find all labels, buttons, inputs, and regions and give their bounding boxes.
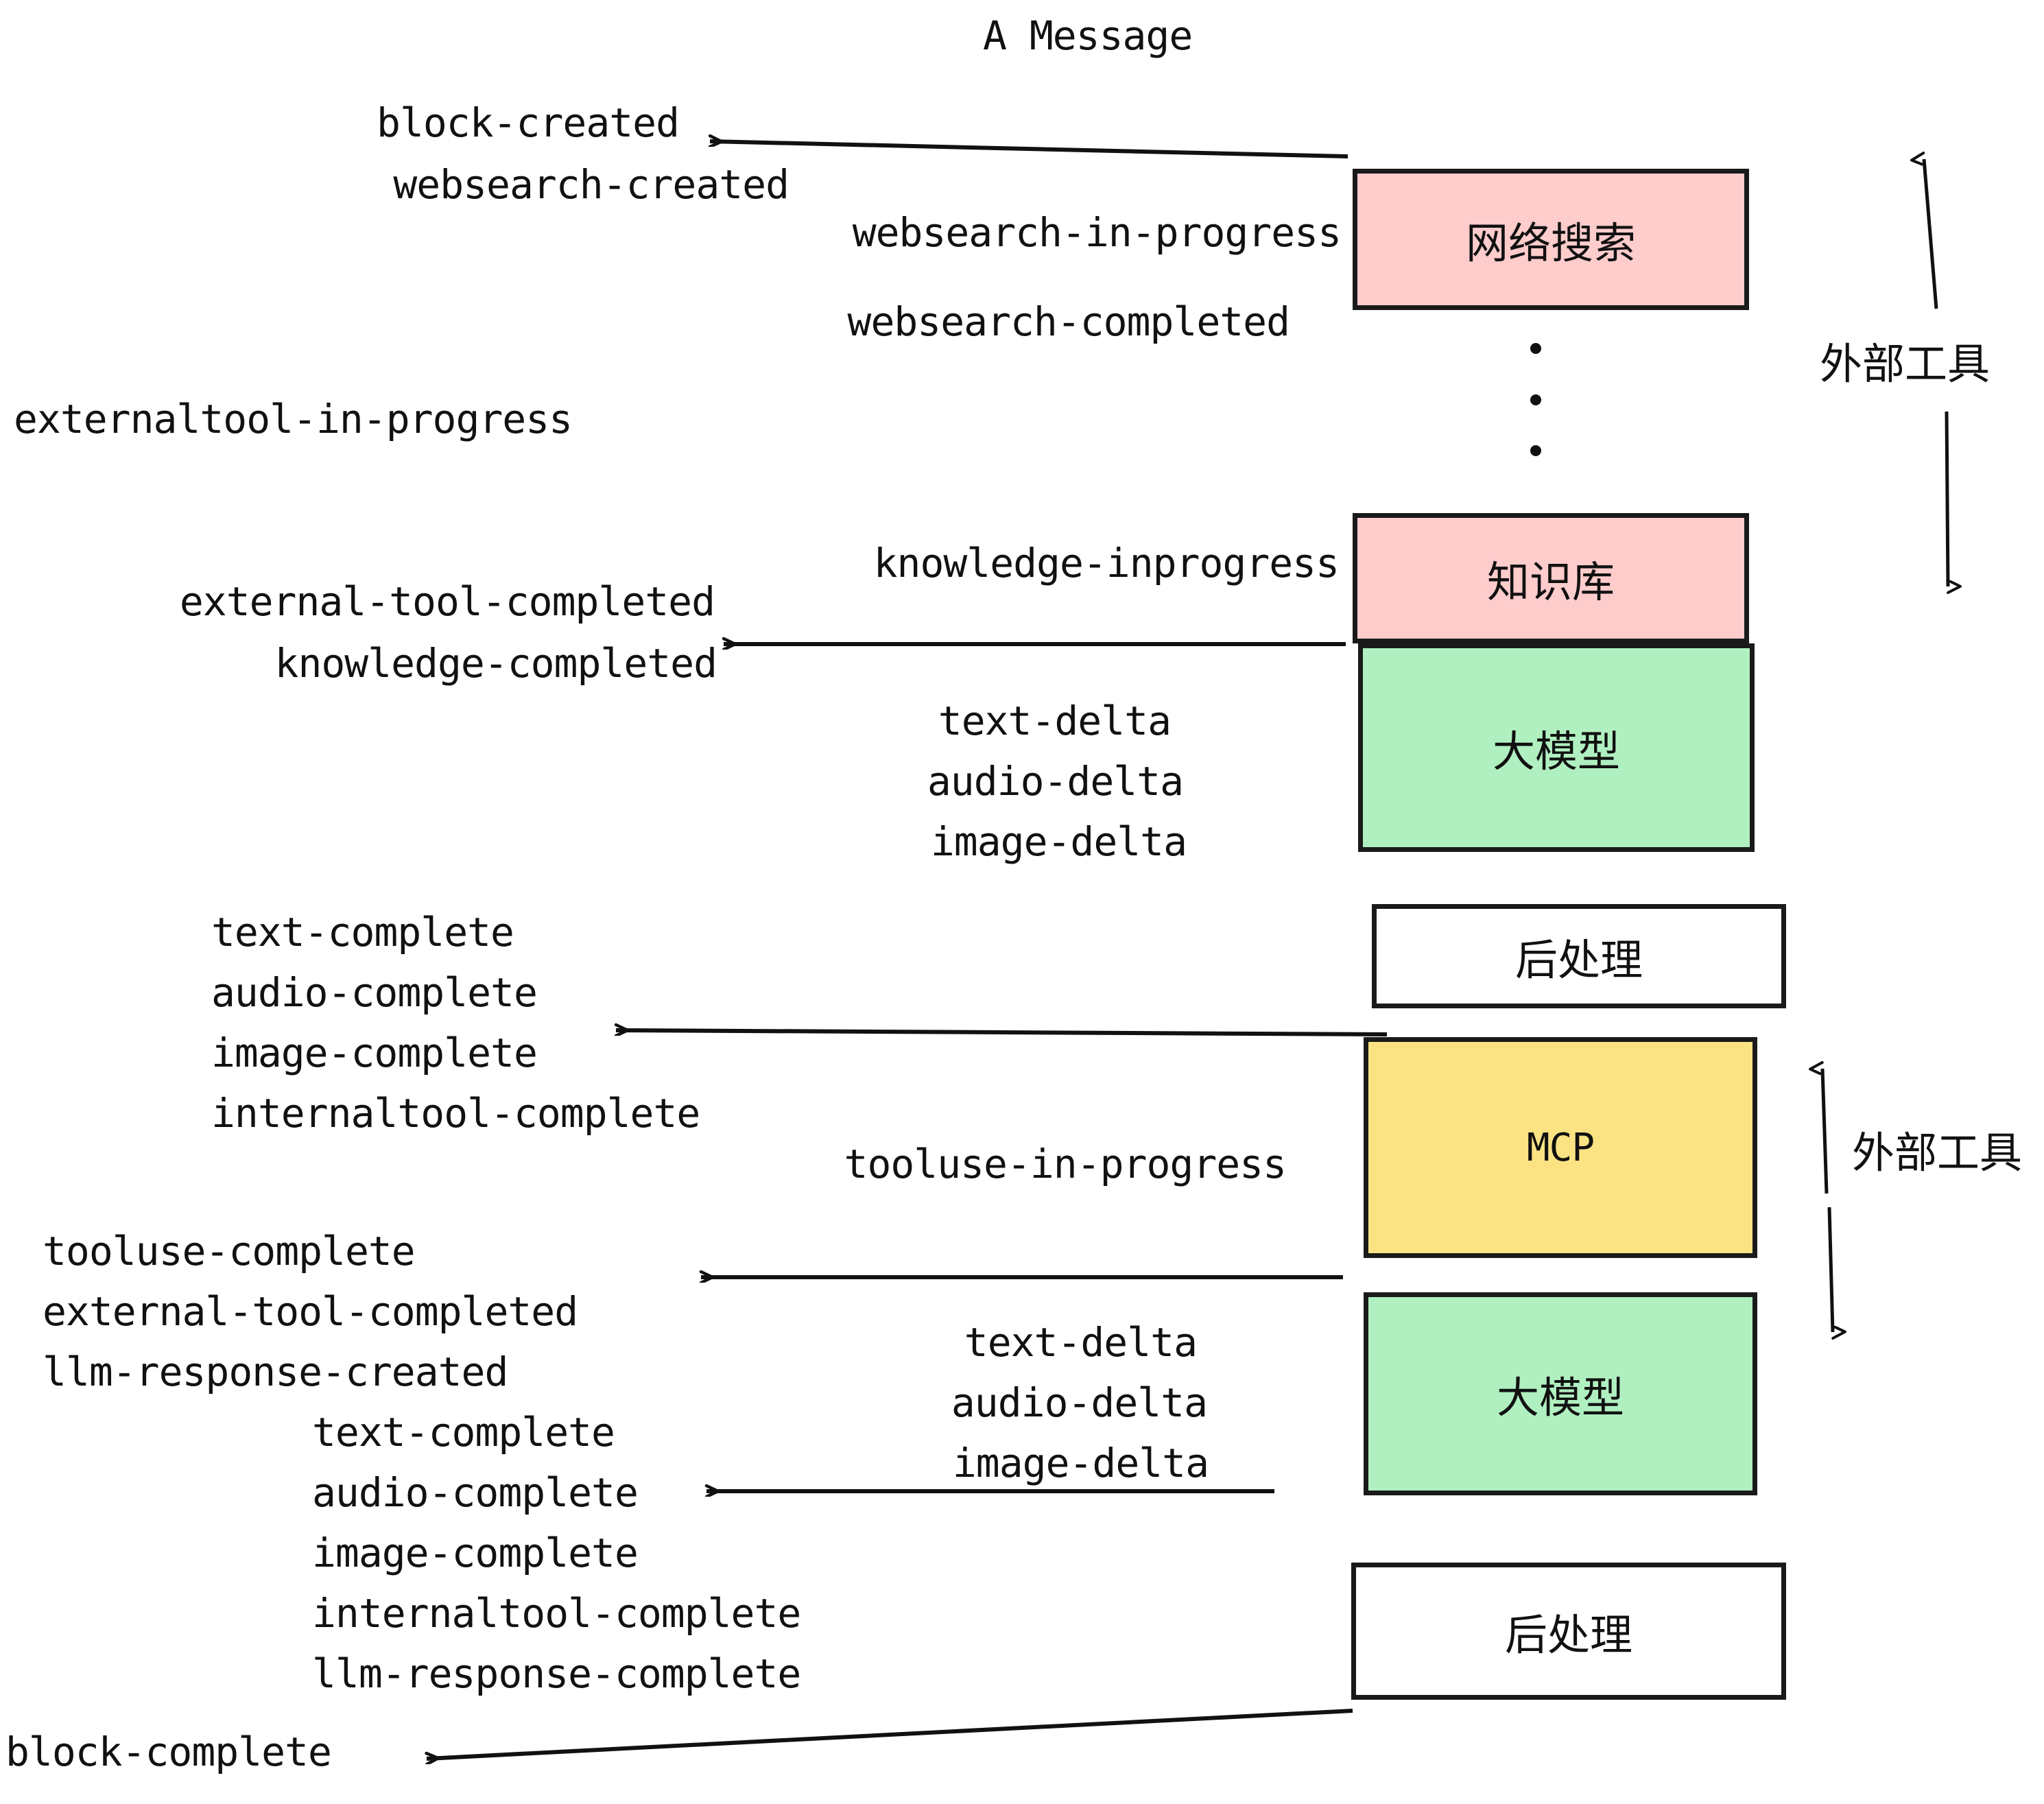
event-knowledge-completed: knowledge-completed bbox=[274, 640, 717, 687]
node-llm-top-label: 大模型 bbox=[1492, 726, 1620, 776]
arrow-websearch-to-block-created bbox=[710, 141, 1348, 158]
event-websearch-created: websearch-created bbox=[393, 161, 789, 208]
arrow-postprocess-bottom-to-block-complete bbox=[427, 1709, 1353, 1759]
node-mcp[interactable]: MCP bbox=[1364, 1037, 1757, 1258]
arrow-external-tool-bottom-up bbox=[1822, 1069, 1829, 1194]
node-llm-top[interactable]: 大模型 bbox=[1358, 643, 1755, 852]
node-postprocess-top-label: 后处理 bbox=[1514, 935, 1643, 985]
node-postprocess-bottom-label: 后处理 bbox=[1504, 1610, 1632, 1660]
ellipsis-dot bbox=[1530, 343, 1541, 354]
node-mcp-label: MCP bbox=[1526, 1125, 1595, 1170]
event-image-complete-1: image-complete bbox=[211, 1030, 538, 1076]
event-image-delta-2: image-delta bbox=[952, 1440, 1209, 1486]
event-image-delta-1: image-delta bbox=[930, 818, 1187, 865]
event-audio-complete-1: audio-complete bbox=[211, 969, 538, 1016]
node-knowledge-label: 知识库 bbox=[1486, 557, 1615, 607]
node-postprocess-bottom[interactable]: 后处理 bbox=[1351, 1563, 1786, 1700]
node-llm-bottom-label: 大模型 bbox=[1496, 1373, 1624, 1423]
event-text-complete-2: text-complete bbox=[312, 1409, 615, 1456]
event-block-complete: block-complete bbox=[5, 1729, 332, 1775]
event-tooluse-complete: tooluse-complete bbox=[43, 1228, 416, 1274]
ellipsis-dot bbox=[1530, 445, 1541, 456]
event-externaltool-in-progress: externaltool-in-progress bbox=[14, 396, 573, 442]
event-audio-delta-1: audio-delta bbox=[927, 758, 1184, 805]
node-llm-bottom[interactable]: 大模型 bbox=[1364, 1292, 1757, 1495]
event-block-created: block-created bbox=[377, 99, 680, 146]
arrow-postprocess-to-image-complete bbox=[616, 1030, 1388, 1036]
event-audio-complete-2: audio-complete bbox=[312, 1469, 639, 1516]
event-internaltool-complete-1: internaltool-complete bbox=[211, 1090, 700, 1137]
event-text-complete-1: text-complete bbox=[211, 909, 514, 956]
arrow-external-tool-top-up bbox=[1924, 159, 1938, 309]
event-external-tool-completed-2: external-tool-completed bbox=[43, 1288, 578, 1335]
ellipsis-dot bbox=[1530, 394, 1541, 405]
vertical-ellipsis bbox=[1530, 343, 1542, 456]
node-websearch-label: 网络搜索 bbox=[1465, 218, 1636, 268]
page-title: A Message bbox=[983, 12, 1193, 59]
event-websearch-in-progress: websearch-in-progress bbox=[852, 209, 1342, 256]
event-llm-response-complete: llm-response-complete bbox=[312, 1650, 801, 1697]
arrow-external-tool-bottom-down bbox=[1827, 1207, 1833, 1332]
event-image-complete-2: image-complete bbox=[312, 1530, 639, 1576]
event-internaltool-complete-2: internaltool-complete bbox=[312, 1590, 801, 1637]
event-llm-response-created: llm-response-created bbox=[43, 1349, 508, 1395]
event-text-delta-1: text-delta bbox=[938, 698, 1172, 744]
event-text-delta-2: text-delta bbox=[964, 1319, 1198, 1366]
event-knowledge-inprogress: knowledge-inprogress bbox=[873, 540, 1340, 586]
event-tooluse-in-progress: tooluse-in-progress bbox=[844, 1141, 1287, 1187]
node-websearch[interactable]: 网络搜索 bbox=[1353, 169, 1749, 310]
side-label-external-tool-top: 外部工具 bbox=[1820, 339, 1990, 389]
event-external-tool-completed-1: external-tool-completed bbox=[179, 578, 715, 625]
node-knowledge[interactable]: 知识库 bbox=[1353, 513, 1749, 643]
event-audio-delta-2: audio-delta bbox=[951, 1379, 1208, 1426]
node-postprocess-top[interactable]: 后处理 bbox=[1372, 904, 1786, 1008]
side-label-external-tool-bottom: 外部工具 bbox=[1852, 1128, 2023, 1178]
event-websearch-completed: websearch-completed bbox=[847, 298, 1290, 345]
arrow-external-tool-top-down bbox=[1945, 411, 1948, 586]
